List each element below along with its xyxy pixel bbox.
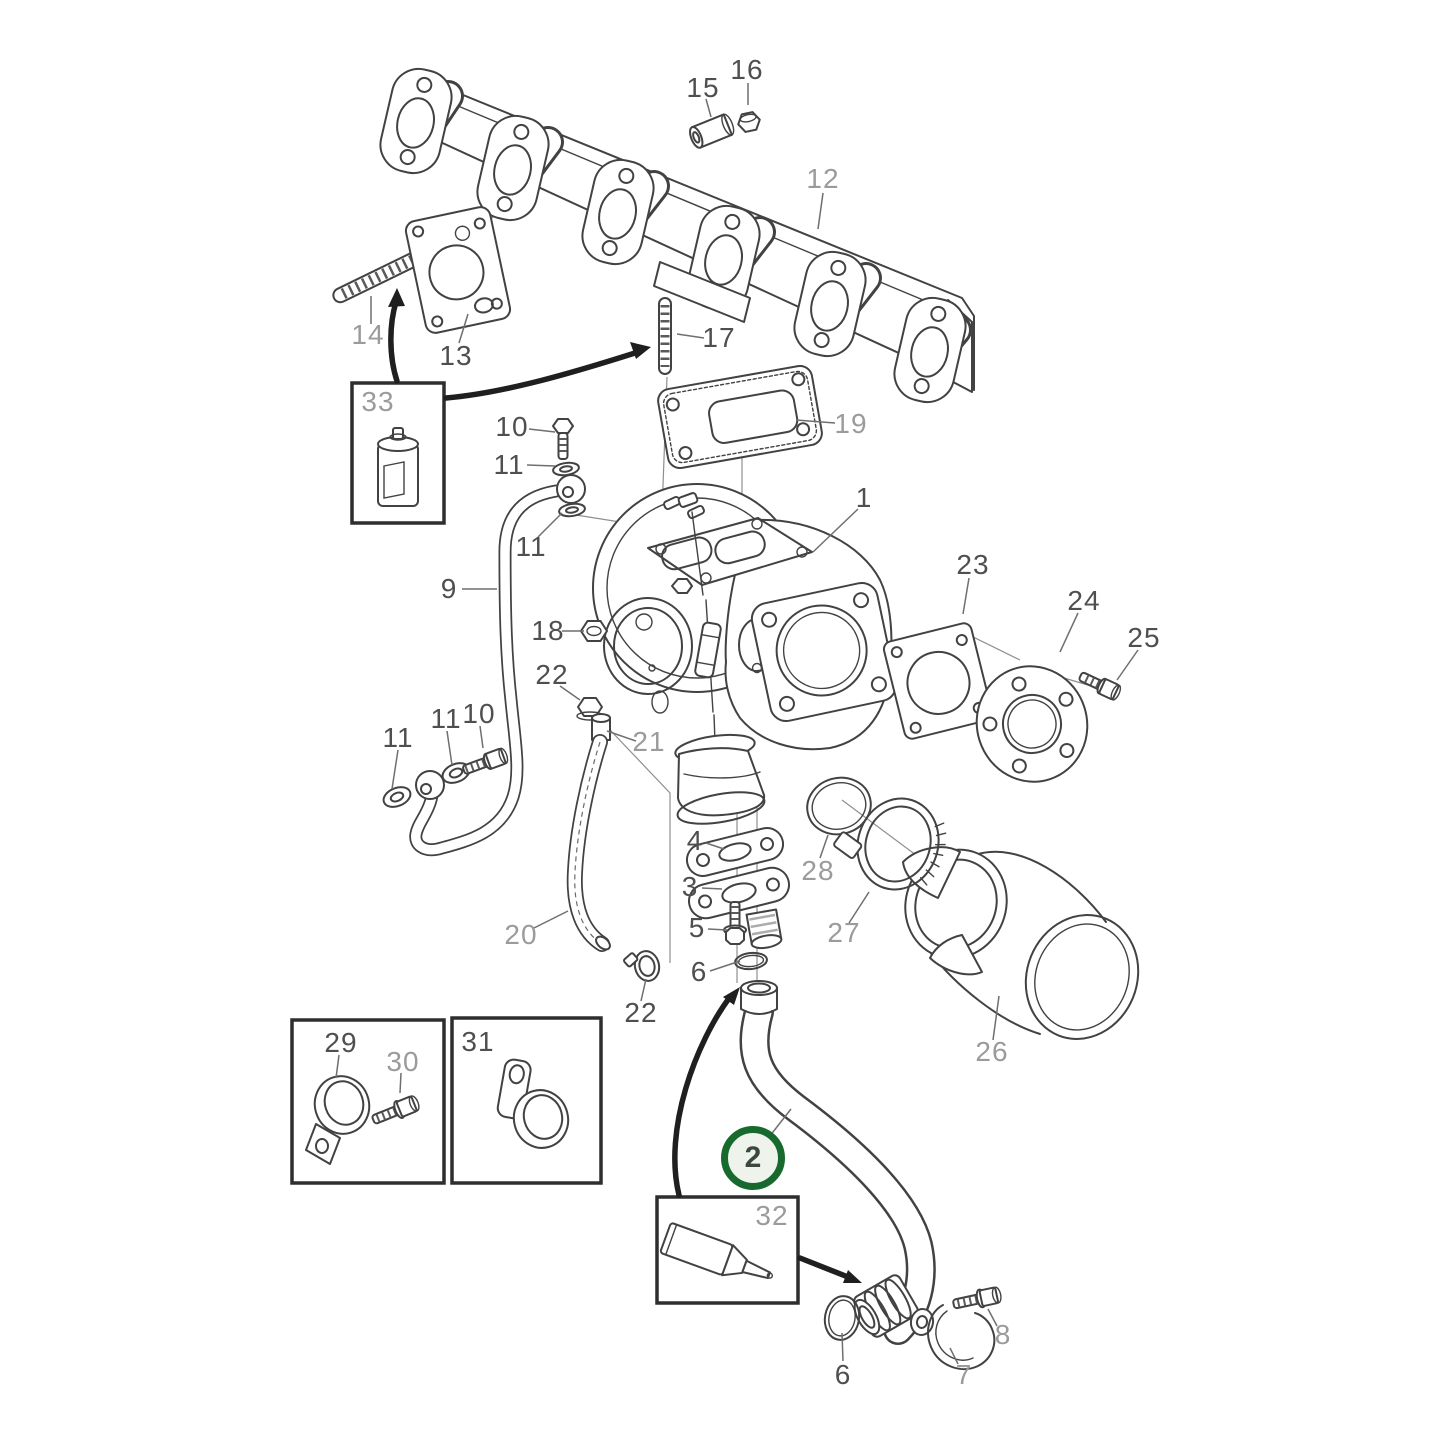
manifold-port-flange: [581, 158, 655, 266]
p-clamp-29: [305, 1075, 371, 1165]
part-label-10: 10: [495, 411, 529, 442]
part-label-6: 6: [834, 1359, 852, 1390]
o-ring-6b: [823, 1295, 861, 1341]
turbine-outlet-flange: [750, 581, 898, 723]
part-label-18: 18: [531, 615, 565, 646]
sealant-tube-32: [659, 1222, 774, 1280]
part-label-31: 31: [461, 1026, 495, 1057]
part-label-11: 11: [382, 722, 414, 753]
part-label-3: 3: [681, 871, 699, 902]
exhaust-manifold: [379, 67, 975, 404]
banjo-union: [556, 474, 586, 504]
part-label-9: 9: [440, 573, 458, 604]
spacer-15: [689, 113, 735, 149]
banjo-eye: [415, 770, 445, 800]
spring-clip-7: [927, 1304, 996, 1371]
part-label-11: 11: [493, 449, 525, 480]
banjo-bolt-10: [552, 418, 574, 460]
part-label-29: 29: [324, 1027, 358, 1058]
part-label-7: 7: [955, 1359, 973, 1390]
manifold-port-flange: [476, 114, 550, 222]
part-label-28: 28: [801, 855, 835, 886]
part-label-8: 8: [994, 1319, 1012, 1350]
part-label-22: 22: [535, 659, 569, 690]
hose-clamp-27: [833, 797, 947, 891]
nut-18: [580, 620, 608, 642]
part-label-5: 5: [688, 912, 706, 943]
hose-26: [902, 846, 1140, 1041]
washer-11: [558, 502, 586, 518]
nut-22: [576, 697, 604, 721]
inset-box-29-30: [290, 1018, 446, 1185]
oil-supply-pipe-9: [409, 484, 563, 857]
leader-lines: [335, 83, 1139, 1365]
turbocharger: [592, 483, 898, 825]
part-label-4: 4: [686, 825, 704, 856]
part-label-24: 24: [1067, 585, 1101, 616]
part-label-16: 16: [730, 54, 764, 85]
gasket-23: [882, 622, 994, 740]
part-label-23: 23: [956, 549, 990, 580]
manifold-turbo-pad: [653, 261, 751, 323]
pipe-end-fitting: [853, 1274, 919, 1338]
part-label-19: 19: [834, 408, 868, 439]
hose-fitting-21: [591, 713, 611, 741]
part-label-30: 30: [386, 1046, 420, 1077]
part-label-25: 25: [1127, 622, 1161, 653]
bolt-30: [371, 1095, 420, 1125]
part-label-15: 15: [686, 72, 720, 103]
bolt-25: [1078, 671, 1122, 701]
gasket-4: [685, 827, 785, 877]
turbo-inlet-flange: [647, 517, 813, 586]
washer-11: [552, 461, 580, 477]
highlighted-part-number: 2: [744, 1141, 762, 1174]
part-label-10: 10: [462, 698, 496, 729]
nut-16: [737, 111, 761, 133]
manifold-port-flange: [893, 296, 967, 404]
part-label-14: 14: [351, 319, 385, 350]
part-label-12: 12: [806, 163, 840, 194]
washer-11: [382, 786, 412, 808]
gasket-13: [404, 206, 512, 334]
inset-box-32: [655, 1195, 800, 1305]
gasket-19: [657, 364, 823, 470]
highlighted-part-label-2: 2: [721, 1126, 785, 1190]
part-label-33: 33: [361, 386, 395, 417]
clamp-22: [623, 950, 661, 982]
drain-spout: [745, 908, 783, 950]
part-label-13: 13: [439, 340, 473, 371]
manifold-port-flange: [379, 67, 453, 175]
part-label-26: 26: [975, 1036, 1009, 1067]
drain-pipe-2: [739, 997, 936, 1345]
bolt-5: [723, 901, 747, 945]
part-label-11: 11: [430, 703, 462, 734]
reference-arrows: [388, 288, 862, 1283]
manifold-port-flange: [793, 250, 867, 358]
wastegate-actuator: [677, 492, 722, 769]
o-ring-28: [806, 776, 872, 836]
part-label-32: 32: [755, 1200, 789, 1231]
inset-box-31: [450, 1016, 603, 1185]
part-label-22: 22: [624, 997, 658, 1028]
part-label-11: 11: [515, 531, 547, 562]
flange-24: [975, 665, 1089, 783]
part-label-21: 21: [632, 726, 666, 757]
part-label-1: 1: [855, 482, 873, 513]
banjo-bolt-10: [462, 747, 509, 775]
sealant-spray-can: [377, 427, 419, 507]
clamp-31: [496, 1058, 570, 1149]
braided-hose-20: [566, 734, 611, 952]
pipe-collar: [740, 980, 778, 1015]
part-label-17: 17: [702, 322, 736, 353]
part-label-6: 6: [690, 956, 708, 987]
part-label-20: 20: [504, 919, 538, 950]
flange-3: [688, 866, 790, 920]
stud-17: [658, 297, 672, 375]
part-label-27: 27: [827, 917, 861, 948]
bolt-8: [952, 1286, 1002, 1310]
turbo-drain-cone: [677, 747, 766, 817]
